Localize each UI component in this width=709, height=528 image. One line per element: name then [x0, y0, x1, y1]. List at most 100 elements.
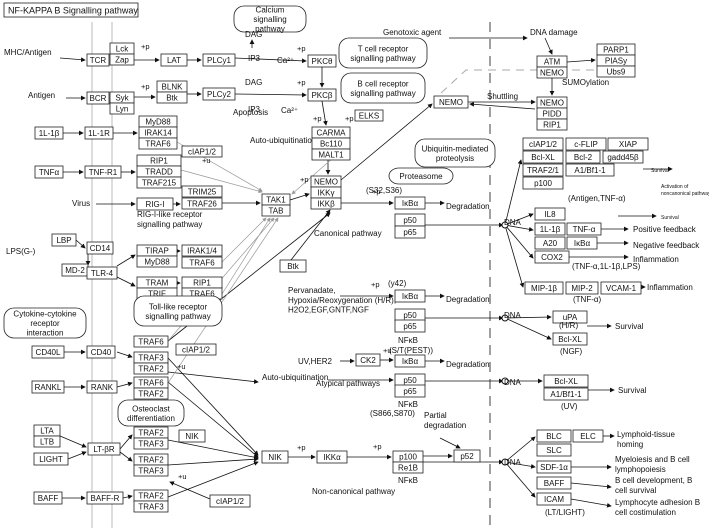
free-label: Genotoxic agent: [383, 28, 442, 37]
node-y42: (y42): [388, 279, 407, 288]
node-label: Bcl-2: [574, 153, 593, 162]
node-box: [133, 335, 169, 348]
free-label: Pervanadate,Hypoxia/Reoxygenation (H/R),…: [288, 286, 396, 315]
node-label: MyD88: [144, 257, 170, 266]
free-label: Inflammation: [633, 255, 679, 264]
node-box: [600, 281, 642, 295]
node-ck2: CK2: [355, 353, 381, 367]
node-box: [565, 137, 607, 151]
node-mhc: MHC/Antigen: [4, 48, 52, 57]
node-atm: ATM: [536, 55, 568, 68]
free-label: Apoptosis: [233, 108, 268, 117]
modification-mark: +p: [300, 175, 309, 184]
free-label: (UV): [561, 402, 578, 411]
node-box: [86, 380, 118, 394]
node-label: BLNK: [162, 82, 184, 91]
node-label: BAFF: [544, 479, 565, 488]
node-atyp: Atypical pathways: [316, 379, 380, 388]
node-label: TNFα: [39, 168, 60, 177]
node-box: [310, 197, 342, 210]
pathway-link-box: [340, 72, 426, 104]
free-label: DNA: [504, 378, 522, 387]
node-label: 1L-1R: [88, 129, 110, 138]
modification-mark: +p: [373, 442, 382, 451]
node-label: ELKS: [359, 111, 379, 120]
node-myd88b: MyD88: [136, 255, 178, 268]
node-box: [394, 196, 426, 210]
node-traf6e: TRAF6: [133, 376, 169, 389]
free-label: Ca²⁺: [281, 106, 298, 115]
node-gadd: gadd45β: [602, 150, 644, 164]
free-label: (TNF-α): [573, 295, 602, 304]
node-box: [181, 197, 223, 210]
node-perva: Pervanadate,Hypoxia/Reoxygenation (H/R),…: [288, 286, 396, 315]
node-label: IKKβ: [317, 199, 335, 208]
node-box: [133, 500, 169, 513]
node-label: TRAF6: [145, 139, 171, 148]
node-box: [534, 250, 570, 264]
node-box: [536, 476, 572, 490]
node-box: [33, 435, 61, 448]
node-label: p100: [399, 452, 417, 461]
node-box: [394, 354, 426, 368]
node-tradd: TRADD: [136, 165, 182, 178]
node-nemo2: NEMO: [536, 66, 568, 79]
node-blnk: BLNK: [156, 80, 188, 93]
node-box: [453, 449, 481, 463]
node-pidd: PIDD: [536, 107, 568, 120]
node-parp1: PARP1: [596, 43, 636, 56]
node-label: TRAF2: [138, 364, 164, 373]
node-label: IL8: [544, 210, 556, 219]
node-elks: ELKS: [354, 109, 384, 122]
node-label: XIAP: [619, 140, 637, 149]
node-box: [522, 137, 564, 151]
node-label: cIAP1/2: [182, 345, 211, 354]
node-box: [602, 150, 644, 164]
node-noncanon: Non-canonical pathway: [312, 487, 395, 496]
node-box: [566, 222, 602, 236]
free-label: NFκB: [398, 336, 418, 345]
node-stpest: (S/T(PEST)): [389, 346, 433, 355]
node-syk: Syk: [109, 91, 135, 104]
node-label: COX2: [541, 253, 563, 262]
node-box: [31, 380, 65, 394]
node-nik2: NIK: [261, 450, 289, 464]
node-label: LIGHT: [39, 455, 63, 464]
node-label: TRAF2: [138, 491, 164, 500]
node-label: CARMA: [317, 128, 347, 137]
node-label: Lyn: [116, 104, 129, 113]
node-label: Ubs9: [607, 67, 626, 76]
node-label: MALT1: [318, 150, 344, 159]
title-box: NF-KAPPA B Signalling pathway: [3, 2, 139, 18]
free-label: NFκB: [398, 476, 418, 485]
plus-marks-layer: +p+p+p+p+u+u+p+u+p+p+u+p+p+p+p: [141, 42, 392, 481]
node-box: [33, 491, 63, 505]
node-nemo3: NEMO: [433, 95, 469, 109]
node-box: [279, 259, 307, 273]
node-label: NEMO: [540, 68, 564, 77]
free-label: IP3: [248, 54, 261, 63]
free-label: IP3: [248, 105, 261, 114]
node-label: TRAF2: [138, 428, 164, 437]
node-box: [522, 150, 564, 164]
node-box: [355, 353, 381, 367]
node-label: Bc110: [320, 139, 343, 148]
node-ikkb1: IKKβ: [310, 197, 342, 210]
pathway-link-box: [338, 37, 428, 69]
node-box: [202, 53, 236, 67]
node-apoptosis: Apoptosis: [233, 108, 268, 117]
node-label: MD-2: [65, 266, 85, 275]
node-label: PIASy: [605, 56, 627, 65]
node-p100: p100: [392, 450, 424, 463]
node-traf2e: TRAF2: [133, 489, 169, 502]
free-label: Positive feedback: [633, 225, 697, 234]
free-label: (S/T(PEST)): [389, 346, 433, 355]
modification-mark: +p: [345, 114, 354, 123]
node-label: IκBα: [402, 357, 419, 366]
node-box: [536, 429, 572, 443]
node-label: p50: [403, 376, 417, 385]
node-rankl: RANKL: [31, 380, 65, 394]
node-dna2: DNA: [504, 311, 522, 320]
